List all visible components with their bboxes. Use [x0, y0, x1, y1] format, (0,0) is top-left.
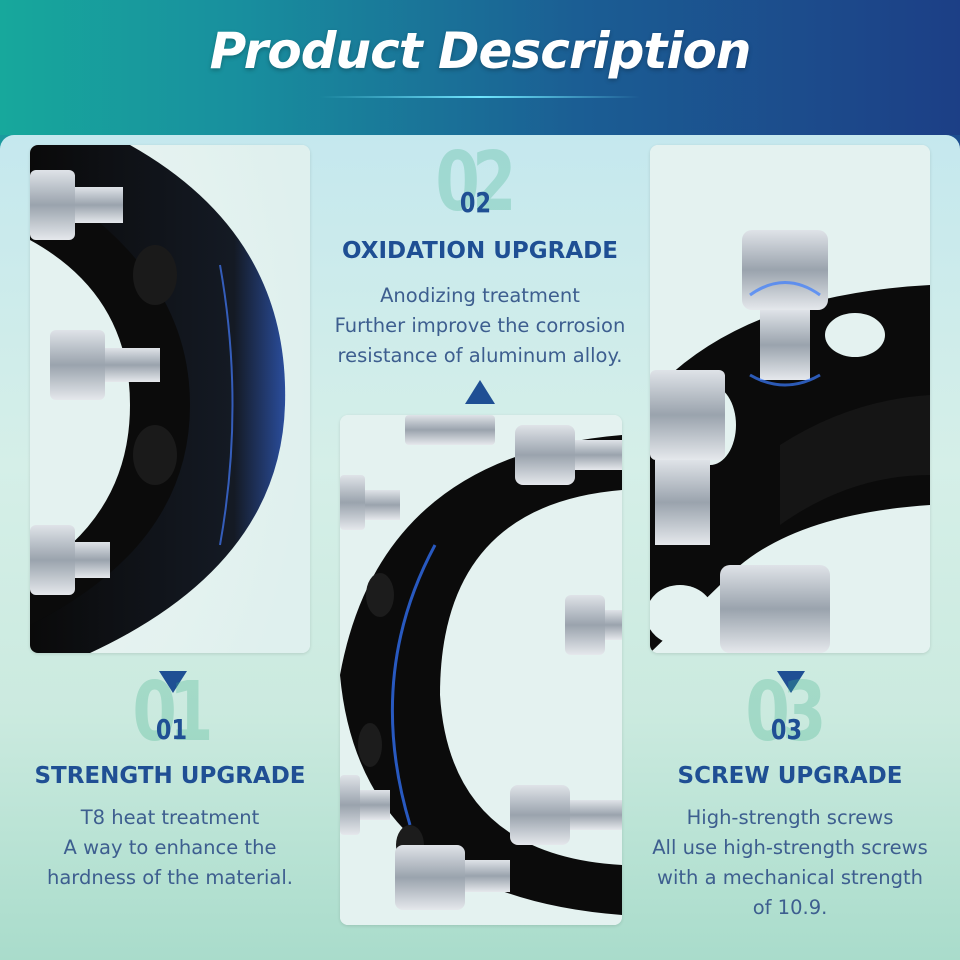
- feature-description-screw: High-strength screws All use high-streng…: [630, 803, 950, 923]
- feature-heading-screw: SCREW UPGRADE: [677, 763, 903, 789]
- arrow-up-icon: [465, 380, 495, 404]
- feature-line: with a mechanical strength: [657, 866, 923, 889]
- page-title: Product Description: [209, 22, 752, 80]
- watermark-number-01: 01: [132, 665, 213, 760]
- feature-number-02: 02: [459, 186, 492, 219]
- title-underline: [320, 96, 640, 98]
- wheel-spacer-center-image: [340, 415, 622, 925]
- feature-description-oxidation: Anodizing treatment Further improve the …: [310, 281, 650, 371]
- header-banner: [0, 0, 960, 135]
- feature-line: hardness of the material.: [46, 866, 294, 889]
- feature-line: T8 heat treatment: [80, 806, 260, 829]
- feature-line: All use high-strength screws: [652, 836, 928, 859]
- feature-line: Further improve the corrosion: [334, 314, 626, 337]
- arrow-down-icon: [777, 671, 805, 693]
- arrow-down-icon: [159, 671, 187, 693]
- feature-description-strength: T8 heat treatment A way to enhance the h…: [20, 803, 320, 893]
- feature-line: resistance of aluminum alloy.: [337, 344, 623, 367]
- wheel-spacer-closeup-left-image: [30, 145, 310, 653]
- watermark-number-02: 02: [435, 135, 516, 230]
- feature-number-03: 03: [770, 713, 803, 746]
- feature-line: Anodizing treatment: [380, 284, 580, 307]
- feature-line: of 10.9.: [752, 896, 828, 919]
- watermark-number-03: 03: [745, 665, 826, 760]
- feature-number-01: 01: [155, 713, 188, 746]
- wheel-spacer-bolt-closeup-image: [650, 145, 930, 653]
- feature-heading-oxidation: OXIDATION UPGRADE: [342, 238, 618, 264]
- feature-line: A way to enhance the: [63, 836, 277, 859]
- feature-line: High-strength screws: [686, 806, 894, 829]
- feature-heading-strength: STRENGTH UPGRADE: [34, 763, 306, 789]
